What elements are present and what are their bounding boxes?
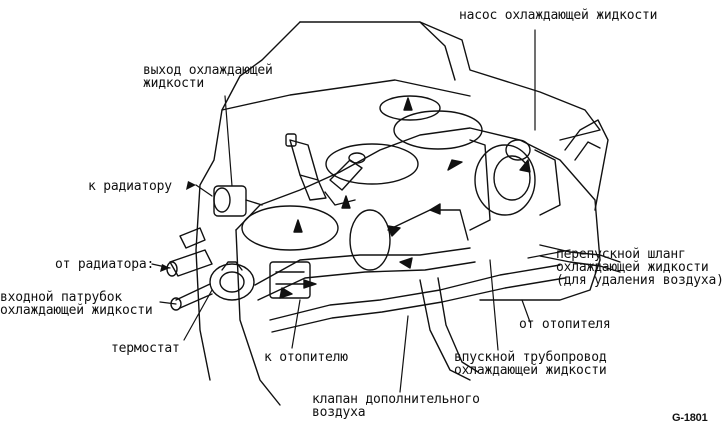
label-text: насос охлаждающей жидкости [459,8,658,23]
label-from-heater: от отопителя [519,318,611,331]
leader-lines [151,29,571,393]
label-text: перепускной шланг [556,247,686,262]
heater-connection [269,261,311,299]
label-text: жидкости [143,76,205,91]
label-water-pump: насос охлаждающей жидкости [459,9,657,22]
radiator-outlet [213,185,263,217]
label-bypass-hose: перепускной шланг охлаждающей жидкости (… [556,248,723,287]
label-to-heater: к отопителю [264,351,348,364]
label-text: входной патрубок [0,290,123,305]
label-arrowheads [160,181,196,272]
label-text: от радиатора: [55,257,155,272]
valve-detail [285,133,366,206]
label-coolant-outlet: выход охлаждающей жидкости [143,64,273,90]
label-text: впускной трубопровод [454,350,607,365]
label-text: выход охлаждающей [143,63,273,78]
label-text: клапан дополнительного [312,392,480,407]
label-to-radiator: к радиатору [88,180,172,193]
label-thermostat: термостат [111,342,180,355]
label-text: охлаждающей жидкости [556,260,709,275]
label-text: к радиатору [88,179,172,194]
radiator-inlet [166,227,213,277]
figure-code-text: G-1801 [672,412,708,424]
label-text: к отопителю [264,350,348,365]
label-coolant-inlet: входной патрубок охлаждающей жидкости [0,291,153,317]
coolant-pipes [254,119,621,381]
label-text: от отопителя [519,317,611,332]
flow-arrows [279,97,531,299]
label-intake-pipe: впускной трубопровод охлаждающей жидкост… [454,351,607,377]
figure-code: G-1801 [672,412,708,425]
label-text: (для удаления воздуха) [556,273,723,288]
label-text: охлаждающей жидкости [454,363,607,378]
label-aux-air-valve: клапан дополнительного воздуха [312,393,480,419]
label-text: воздуха [312,405,366,420]
cylinder-bores [241,95,483,251]
label-text: термостат [111,341,180,356]
thermostat-housing [170,261,255,311]
water-pump [469,139,561,231]
label-from-radiator: от радиатора: [55,258,154,271]
engine-block [195,21,601,406]
label-text: охлаждающей жидкости [0,303,153,318]
